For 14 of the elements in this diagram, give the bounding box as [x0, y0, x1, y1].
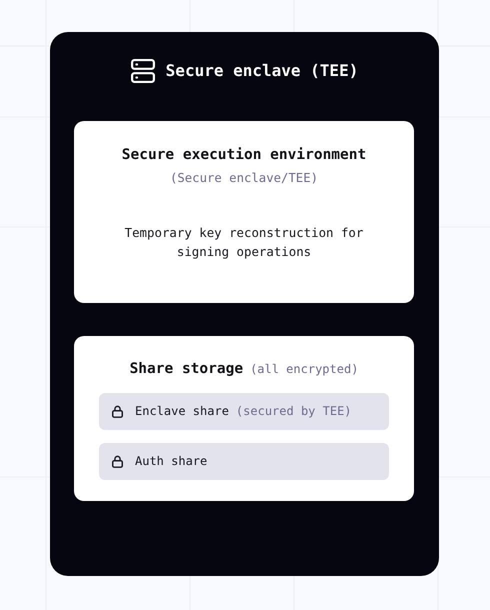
share-item — [99, 443, 389, 480]
panel-title: Secure enclave (TEE) — [166, 60, 358, 82]
note-text: (all encrypted) — [250, 361, 358, 378]
environment-card — [74, 121, 414, 303]
note-text: (secured by TEE) — [236, 403, 352, 420]
card-heading: Share storage — [130, 360, 244, 379]
share-label: Auth share — [135, 453, 208, 470]
share-label: Enclave share — [135, 403, 229, 420]
enclave-panel — [50, 32, 439, 576]
card-description: Temporary key reconstruction for signing operations — [124, 224, 364, 261]
card-heading: Secure execution environment — [122, 146, 366, 165]
storage-card — [74, 336, 414, 501]
share-item — [99, 393, 389, 430]
card-subtitle: (Secure enclave/TEE) — [170, 170, 318, 187]
